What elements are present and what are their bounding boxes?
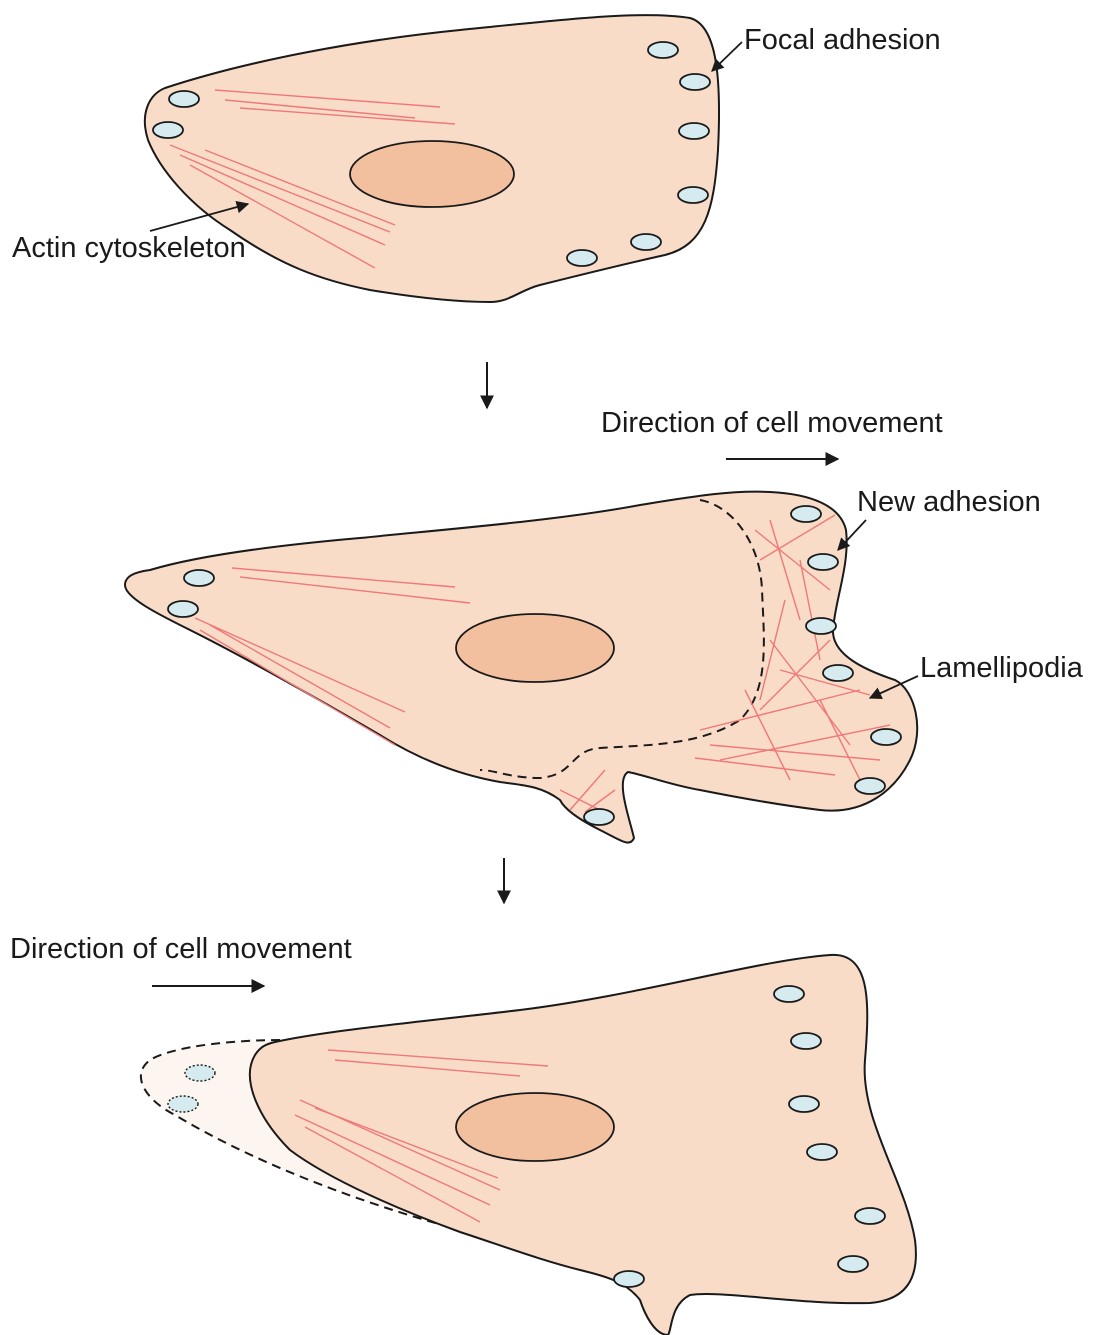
actin-cytoskeleton-label: Actin cytoskeleton (12, 232, 246, 264)
focal-adhesion (679, 123, 709, 139)
stage-1-nucleus (350, 141, 514, 207)
focal-adhesion (169, 91, 199, 107)
stage-3-cell (141, 955, 916, 1335)
focal-adhesion (631, 234, 661, 250)
focal-adhesion (567, 250, 597, 266)
focal-adhesion-pointer (712, 42, 742, 71)
focal-adhesion (153, 122, 183, 138)
focal-adhesion (789, 1096, 819, 1112)
stage-2-cell: New adhesion Lamellipodia (125, 486, 1084, 843)
focal-adhesion (678, 187, 708, 203)
focal-adhesion (838, 1256, 868, 1272)
new-adhesion (791, 506, 821, 522)
focal-adhesion (648, 42, 678, 58)
direction-label-1: Direction of cell movement (601, 407, 943, 439)
focal-adhesion (774, 986, 804, 1002)
new-adhesion (871, 729, 901, 745)
focal-adhesion (168, 601, 198, 617)
lamellipodia-label: Lamellipodia (920, 652, 1084, 684)
focal-adhesion (855, 1208, 885, 1224)
stage-2-nucleus (456, 614, 614, 682)
new-adhesion (823, 665, 853, 681)
focal-adhesion (184, 570, 214, 586)
focal-adhesion (614, 1271, 644, 1287)
new-adhesion (584, 809, 614, 825)
focal-adhesion (680, 74, 710, 90)
focal-adhesion-label: Focal adhesion (744, 24, 941, 56)
stage-1-cell: Focal adhesion Actin cytoskeleton (12, 15, 941, 302)
focal-adhesion (791, 1033, 821, 1049)
new-adhesion (808, 554, 838, 570)
retracted-adhesion (168, 1096, 198, 1112)
retracted-adhesion (185, 1065, 215, 1081)
stage-3-nucleus (456, 1093, 614, 1161)
focal-adhesion (807, 1144, 837, 1160)
new-adhesion (806, 618, 836, 634)
direction-label-2: Direction of cell movement (10, 933, 352, 965)
new-adhesion-label: New adhesion (857, 486, 1041, 518)
new-adhesion (855, 778, 885, 794)
